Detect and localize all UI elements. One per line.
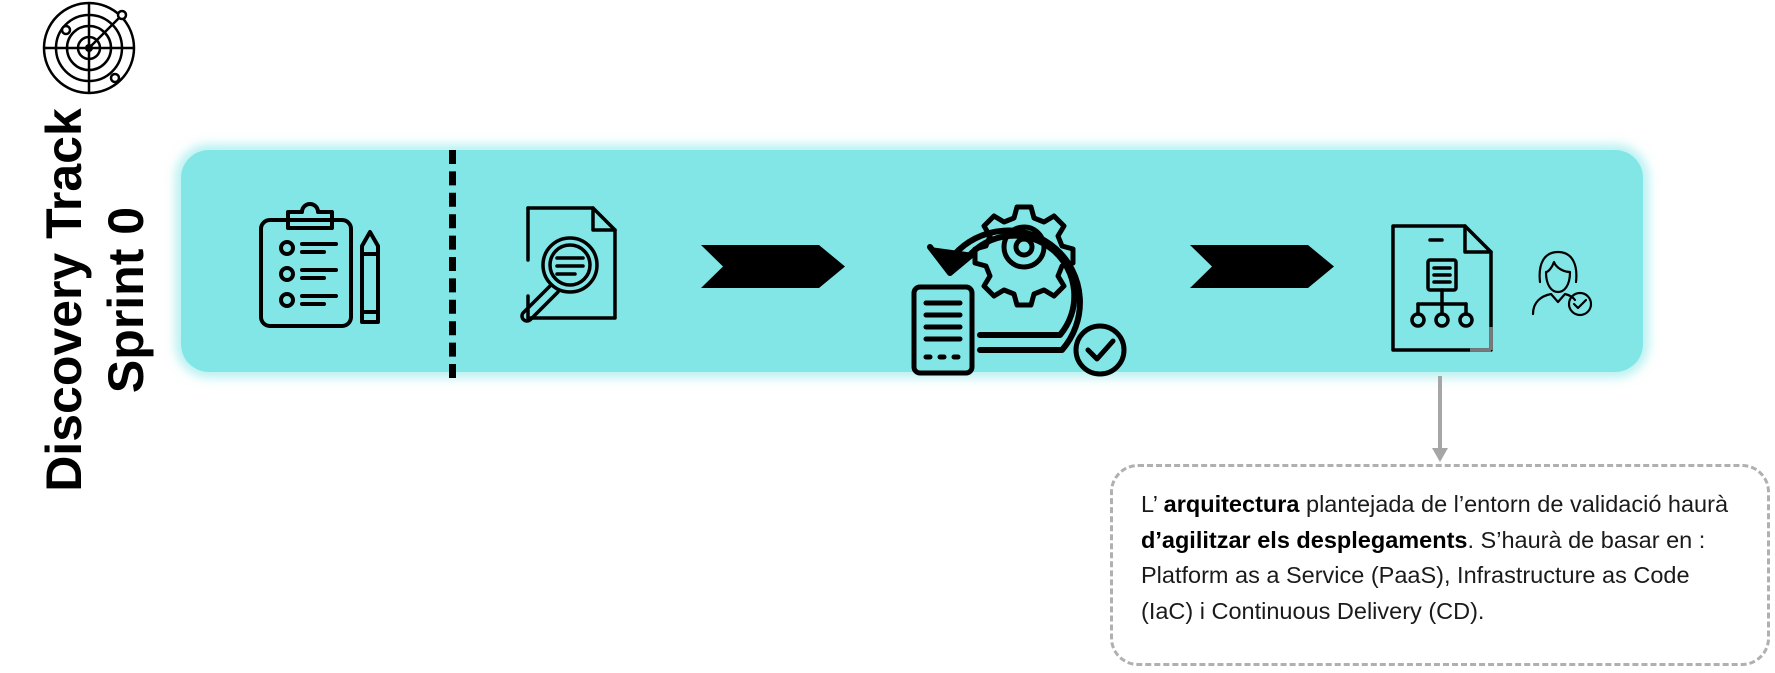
- clipboard-checklist-icon: [259, 202, 380, 328]
- callout-text-2: plantejada de l’entorn de validació haur…: [1299, 491, 1729, 517]
- sprint-divider: [449, 150, 456, 378]
- architecture-callout: L’ arquitectura plantejada de l’entorn d…: [1110, 464, 1770, 666]
- document-search-icon: [520, 206, 617, 323]
- track-title-line2: Sprint 0: [98, 206, 154, 394]
- chevron-arrow-right-icon: [1190, 245, 1334, 288]
- chevron-arrow-right-icon: [701, 245, 845, 288]
- callout-text-1: L’: [1141, 491, 1164, 517]
- radar-logo-icon: [42, 1, 136, 95]
- callout-bold-1: arquitectura: [1163, 491, 1300, 517]
- callout-text-3: . S’haurà de basar en : Platform as a Se…: [1141, 526, 1706, 624]
- user-approved-icon: [1531, 250, 1593, 317]
- continuous-integration-icon: [911, 204, 1127, 377]
- track-title-line1: Discovery Track: [36, 108, 92, 492]
- callout-bold-2: d’agilitzar els desplegaments: [1141, 526, 1468, 553]
- track-title: Discovery Track Sprint 0: [20, 95, 170, 505]
- callout-connector: [1432, 376, 1448, 462]
- architecture-document-icon: [1391, 224, 1493, 352]
